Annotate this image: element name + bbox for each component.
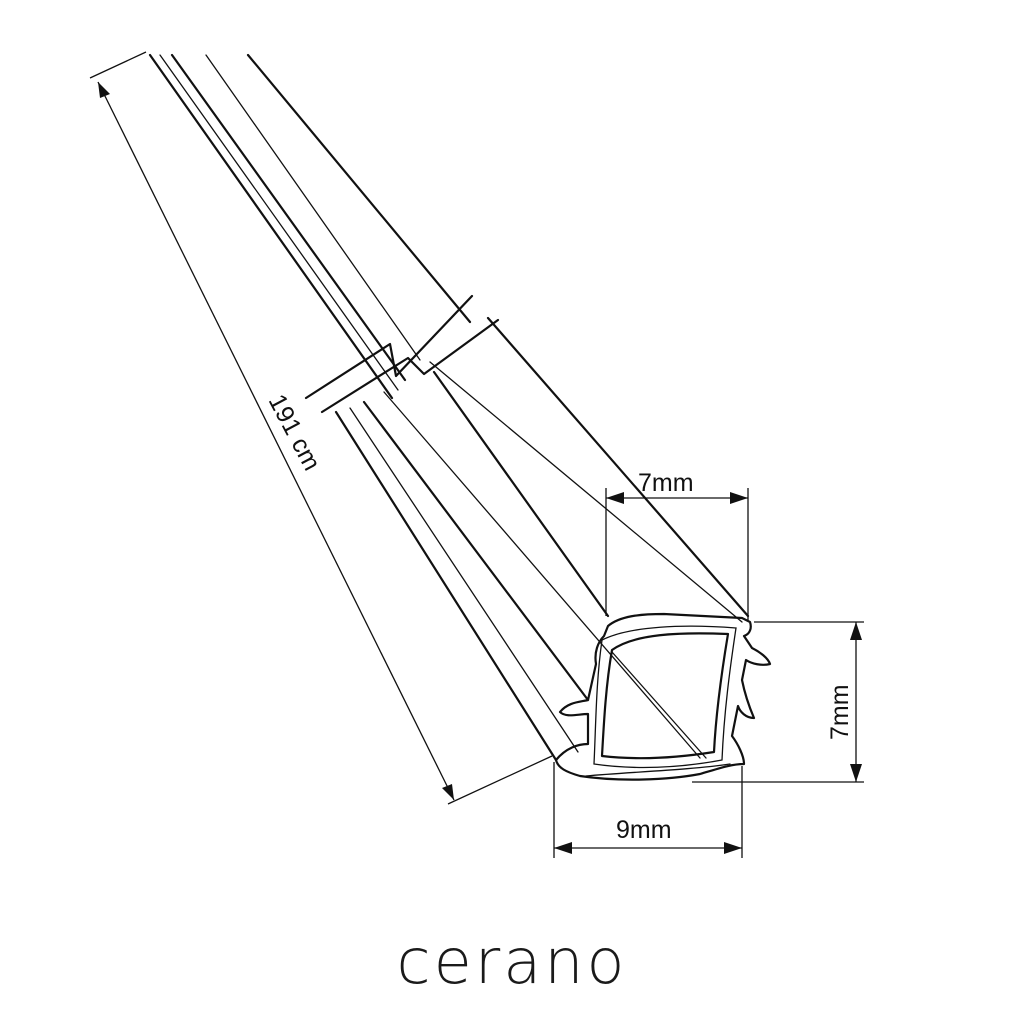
top-width-dimension <box>605 488 749 620</box>
top-width-label: 7mm <box>638 469 694 497</box>
seal-cross-section <box>554 612 772 781</box>
height-label: 7mm <box>826 684 854 740</box>
length-dimension <box>89 51 553 805</box>
brand-logo: cerano <box>396 925 628 998</box>
height-dimension <box>692 621 864 783</box>
bottom-width-label: 9mm <box>616 816 672 844</box>
seal-body-upper <box>148 53 472 400</box>
bottom-width-dimension <box>553 762 743 858</box>
length-break-symbol <box>304 294 500 414</box>
seal-body-lower <box>334 316 750 762</box>
